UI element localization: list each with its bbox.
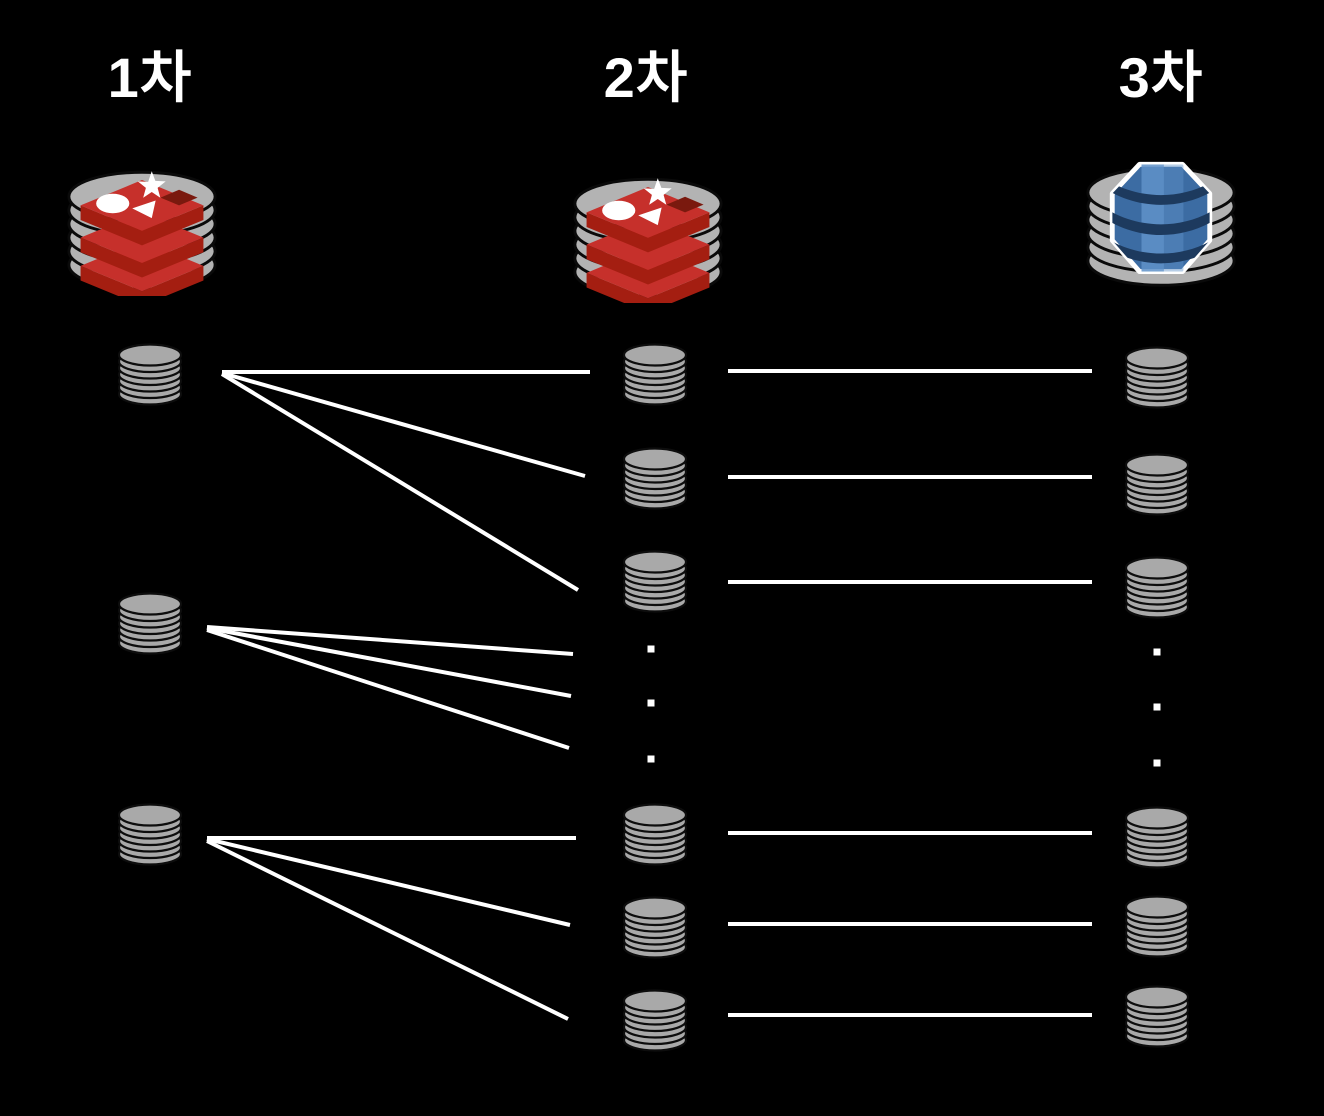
edge-line [206, 837, 571, 927]
db-node-icon [117, 343, 183, 406]
db-node-icon [622, 989, 688, 1052]
edge-line [206, 625, 574, 656]
db-node-icon [622, 803, 688, 866]
db-node-icon [1124, 985, 1190, 1048]
redis-icon [570, 153, 726, 303]
db-node-icon [622, 896, 688, 959]
db-node-icon [1124, 346, 1190, 409]
db-node-icon [117, 803, 183, 866]
edge-line [220, 372, 580, 592]
tier3-label: 3차 [1118, 46, 1204, 109]
dynamodb-icon [1083, 142, 1239, 292]
ellipsis-dot [1153, 648, 1161, 656]
db-node-icon [622, 550, 688, 613]
edge-line [206, 626, 572, 698]
db-node-icon [1124, 453, 1190, 516]
edge-line [206, 839, 569, 1021]
db-node-icon [1124, 895, 1190, 958]
db-node-icon [117, 592, 183, 655]
ellipsis-dot [647, 755, 655, 763]
edge-line [206, 628, 570, 750]
db-node-icon [1124, 806, 1190, 869]
ellipsis-dot [1153, 703, 1161, 711]
edge-line [221, 371, 586, 478]
tier1-label: 1차 [107, 46, 193, 109]
db-node-icon [622, 343, 688, 406]
db-node-icon [1124, 556, 1190, 619]
ellipsis-dot [647, 699, 655, 707]
redis-icon [64, 146, 220, 296]
db-node-icon [622, 447, 688, 510]
ellipsis-dot [647, 645, 655, 653]
tier2-label: 2차 [603, 46, 689, 109]
ellipsis-dot [1153, 759, 1161, 767]
